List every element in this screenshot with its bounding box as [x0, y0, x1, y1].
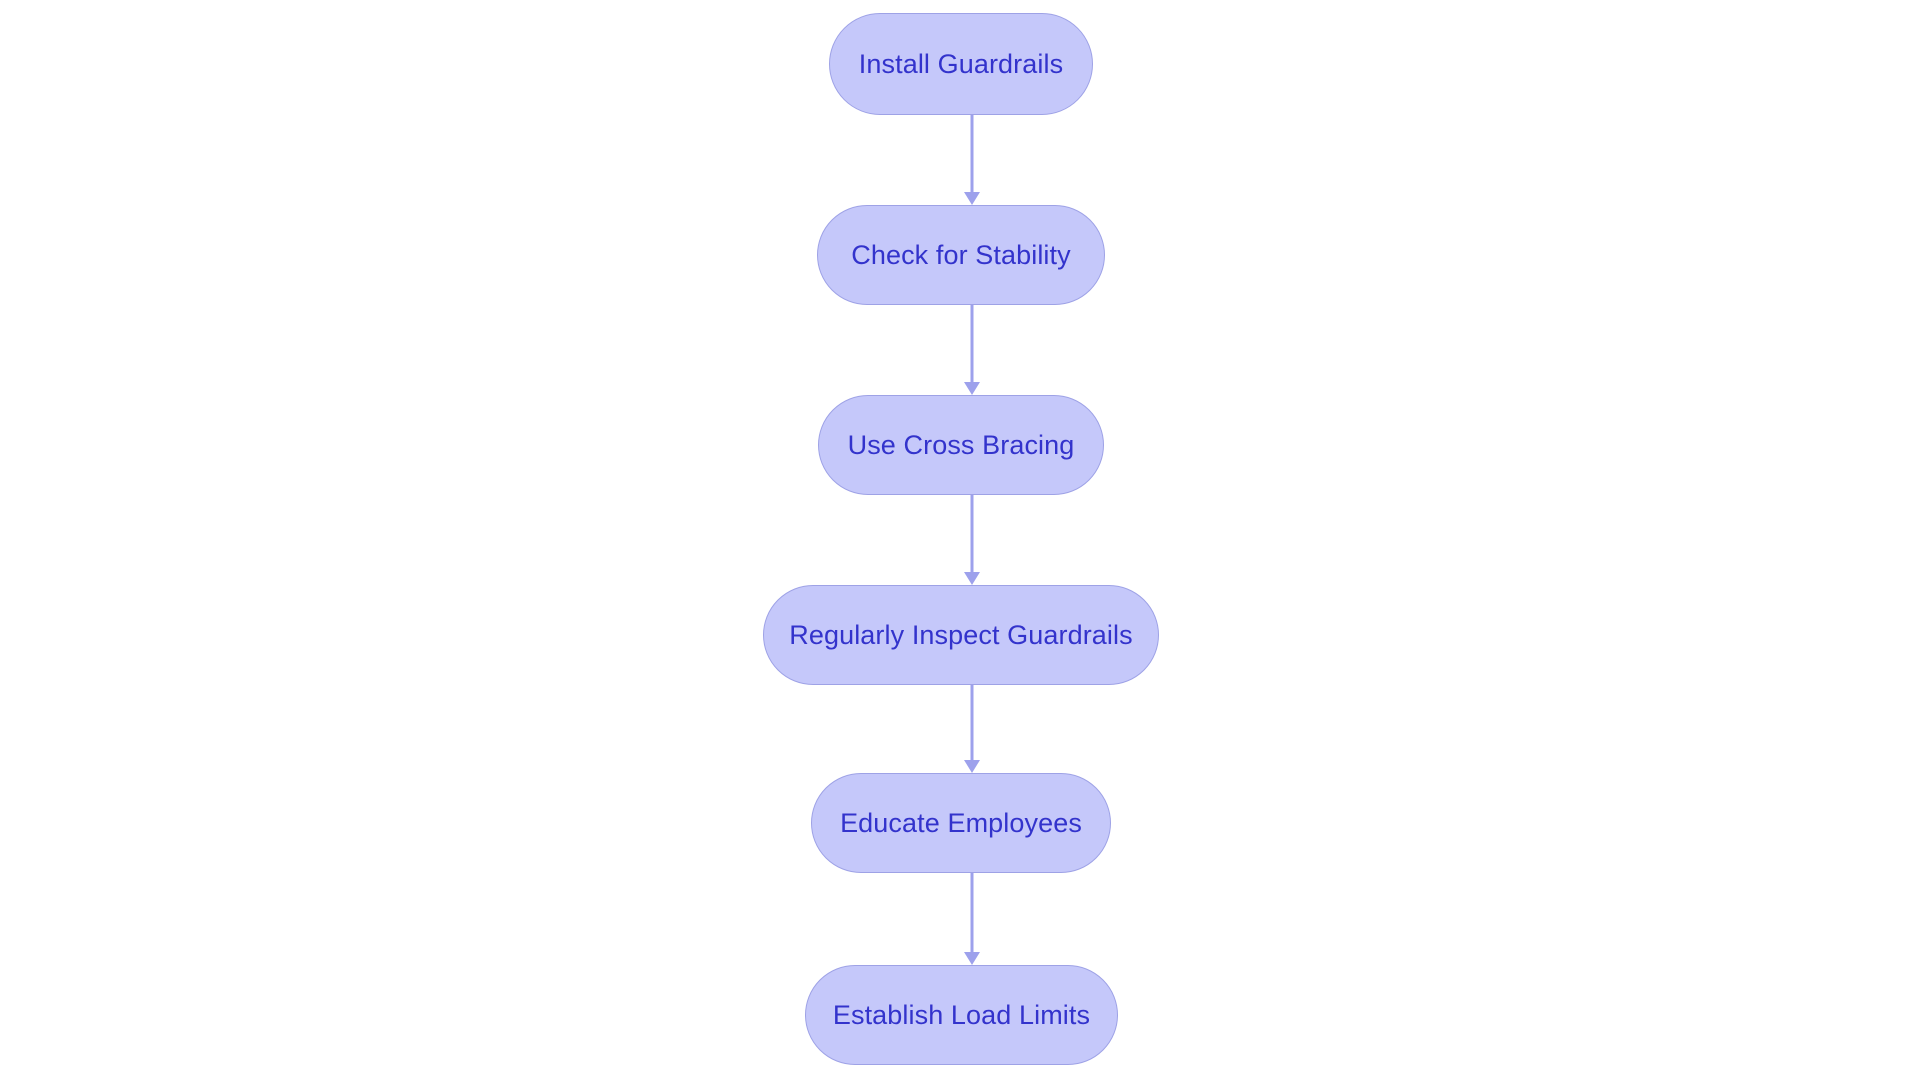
- flow-node-label: Use Cross Bracing: [847, 429, 1075, 460]
- connector-install-guardrails-to-check-for-stability: [952, 115, 992, 205]
- flow-node-label: Establish Load Limits: [832, 999, 1091, 1030]
- arrowhead-down-icon: [964, 952, 980, 965]
- flow-node-establish-load-limits[interactable]: Establish Load Limits: [805, 965, 1118, 1065]
- connector-line: [970, 115, 974, 192]
- flow-node-educate-employees[interactable]: Educate Employees: [811, 773, 1111, 873]
- connector-educate-employees-to-establish-load-limits: [952, 873, 992, 965]
- flow-node-install-guardrails[interactable]: Install Guardrails: [829, 13, 1093, 115]
- flow-node-label: Check for Stability: [851, 239, 1071, 270]
- arrowhead-down-icon: [964, 760, 980, 773]
- flow-node-label: Regularly Inspect Guardrails: [789, 619, 1133, 650]
- flow-node-regularly-inspect-guardrails[interactable]: Regularly Inspect Guardrails: [763, 585, 1159, 685]
- connector-line: [970, 873, 974, 952]
- flow-node-check-for-stability[interactable]: Check for Stability: [817, 205, 1105, 305]
- flow-node-use-cross-bracing[interactable]: Use Cross Bracing: [818, 395, 1104, 495]
- connector-check-for-stability-to-use-cross-bracing: [952, 305, 992, 395]
- flow-node-label: Educate Employees: [840, 807, 1082, 838]
- arrowhead-down-icon: [964, 572, 980, 585]
- connector-line: [970, 305, 974, 382]
- flow-node-label: Install Guardrails: [858, 48, 1064, 79]
- connector-line: [970, 685, 974, 760]
- connector-use-cross-bracing-to-regularly-inspect-guardrails: [952, 495, 992, 585]
- arrowhead-down-icon: [964, 382, 980, 395]
- connector-regularly-inspect-guardrails-to-educate-employees: [952, 685, 992, 773]
- arrowhead-down-icon: [964, 192, 980, 205]
- connector-line: [970, 495, 974, 572]
